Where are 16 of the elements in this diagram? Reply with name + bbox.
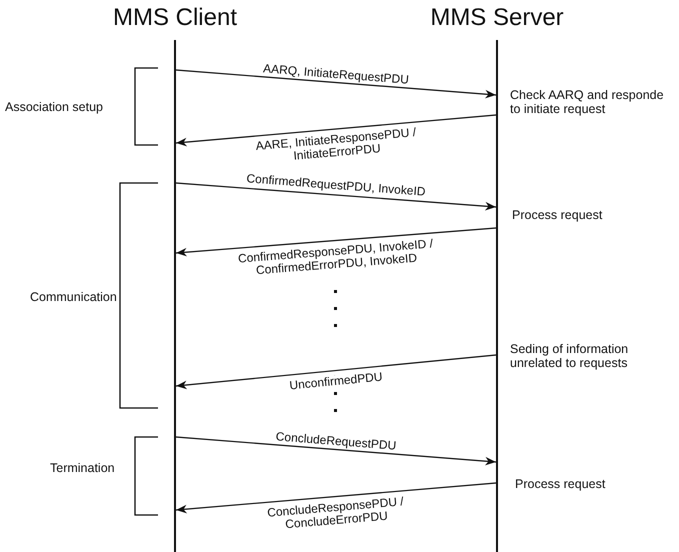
note-text: Check AARQ and responde to initiate request: [510, 88, 665, 116]
note-text: Communication: [30, 290, 117, 304]
arrow: [176, 69, 496, 98]
arrow: [176, 436, 496, 466]
note-text: Association setup: [5, 100, 103, 114]
arrow: [176, 482, 496, 514]
arrow: [176, 227, 496, 256]
note-text: Process request: [515, 477, 606, 491]
note-text: Termination: [50, 461, 115, 475]
arrow: [176, 182, 496, 210]
lifeline-title: MMS Client: [112, 4, 238, 32]
arrow: [176, 114, 496, 146]
arrow: [176, 354, 496, 390]
lifeline-title: MMS Server: [430, 4, 564, 32]
note-text: Seding of information unrelated to requests: [510, 342, 630, 370]
note-text: Process request: [512, 208, 602, 222]
